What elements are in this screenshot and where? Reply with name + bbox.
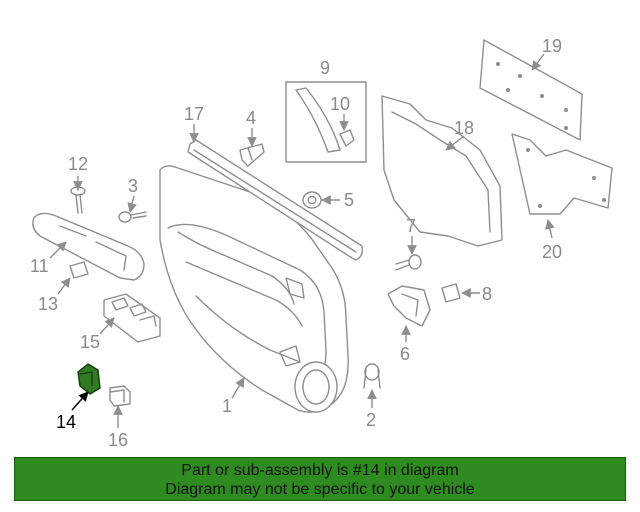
callout-10: 10 bbox=[330, 94, 350, 114]
callout-5: 5 bbox=[344, 190, 354, 210]
banner-line-part-number: Part or sub-assembly is #14 in diagram bbox=[181, 462, 459, 479]
callout-15: 15 bbox=[80, 332, 100, 352]
leader-lines bbox=[49, 53, 555, 428]
callout-19: 19 bbox=[542, 36, 562, 56]
part-17-belt-weatherstrip bbox=[187, 139, 364, 261]
callout-9: 9 bbox=[320, 58, 330, 78]
banner-line-disclaimer: Diagram may not be specific to your vehi… bbox=[165, 481, 475, 498]
callout-14: 14 bbox=[56, 412, 76, 432]
part-15-master-switch bbox=[103, 293, 161, 343]
part-3-screw bbox=[118, 211, 147, 223]
part-11-armrest-bezel bbox=[32, 212, 145, 281]
callout-20: 20 bbox=[542, 242, 562, 262]
info-banner: Part or sub-assembly is #14 in diagram D… bbox=[14, 457, 626, 501]
callout-18: 18 bbox=[454, 118, 474, 138]
part-7-bolt bbox=[395, 254, 422, 271]
callout-2: 2 bbox=[366, 410, 376, 430]
callout-6: 6 bbox=[400, 344, 410, 364]
callout-8: 8 bbox=[482, 284, 492, 304]
part-1-door-trim-panel bbox=[159, 165, 349, 413]
callout-7: 7 bbox=[406, 216, 416, 236]
part-14-switch-highlighted bbox=[77, 363, 101, 395]
part-16-switch bbox=[109, 385, 131, 407]
callout-17: 17 bbox=[184, 104, 204, 124]
part-4-clip bbox=[239, 143, 265, 167]
callout-12: 12 bbox=[68, 154, 88, 174]
part-12-screw bbox=[70, 186, 86, 214]
part-19-insulator bbox=[479, 39, 583, 141]
part-10-clip bbox=[339, 129, 355, 147]
callout-4: 4 bbox=[246, 108, 256, 128]
callout-16: 16 bbox=[108, 430, 128, 450]
callout-1: 1 bbox=[222, 396, 232, 416]
part-5-nut bbox=[302, 191, 322, 209]
callout-13: 13 bbox=[38, 294, 58, 314]
part-20-insulator bbox=[511, 133, 613, 215]
part-2-fastener bbox=[363, 363, 381, 389]
part-6-bracket bbox=[387, 285, 431, 327]
callout-3: 3 bbox=[128, 176, 138, 196]
part-18-watershield bbox=[381, 95, 503, 247]
callout-11: 11 bbox=[30, 256, 49, 276]
callout-labels: 1 2 3 4 5 6 7 8 9 10 11 12 13 14 15 16 1… bbox=[30, 36, 562, 450]
parts-diagram: 1 2 3 4 5 6 7 8 9 10 11 12 13 14 15 16 1… bbox=[30, 36, 613, 450]
part-8-clip bbox=[441, 283, 461, 303]
part-13-switch bbox=[69, 261, 89, 279]
part-9-garnish-box bbox=[285, 81, 367, 163]
